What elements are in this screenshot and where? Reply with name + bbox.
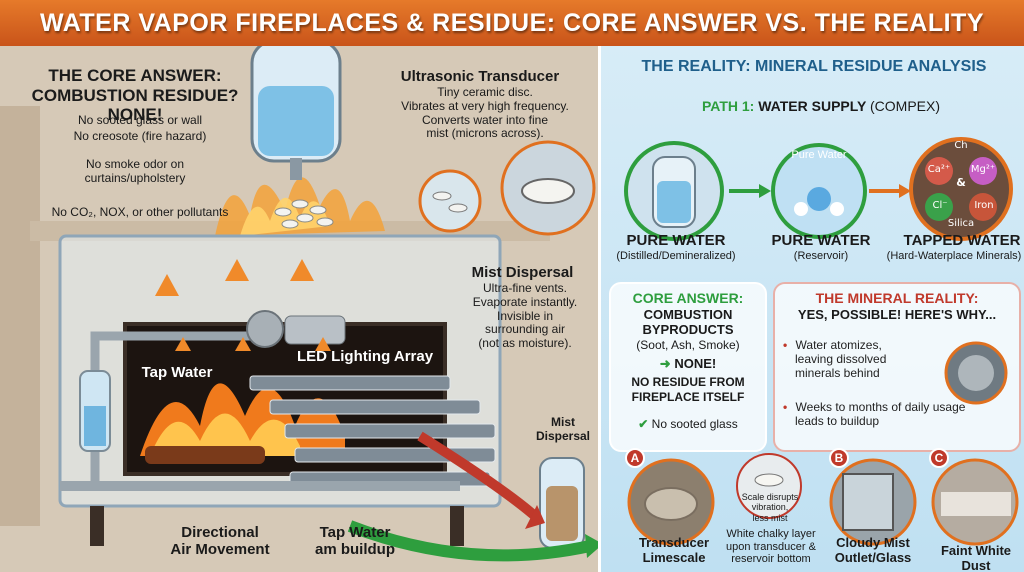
core-card-res-2: FIREPLACE ITSELF <box>631 390 745 404</box>
led-label: LED Lighting Array <box>296 348 434 365</box>
core-card-none: ➜ NONE! <box>659 356 717 371</box>
col3-title: TAPPED WATER <box>903 232 1021 249</box>
mineral-amp: & <box>956 176 966 189</box>
core-card-title: CORE ANSWER: <box>632 290 744 306</box>
fireplace-panel: THE CORE ANSWER: COMBUSTION RESIDUE? NON… <box>0 46 600 572</box>
mist-dispersal-tank <box>539 457 585 549</box>
col3-sub: (Hard-Waterplace Minerals) <box>886 250 1022 262</box>
core-point-4: No CO₂, NOX, or other pollutants <box>51 205 229 219</box>
core-point-3: No smoke odor on curtains/upholstery <box>84 157 186 185</box>
col2-sub: (Reservoir) <box>793 250 849 262</box>
path-heading: PATH 1: WATER SUPPLY (COMPEX) <box>701 98 941 114</box>
reality-heading: THE REALITY: MINERAL RESIDUE ANALYSIS <box>641 58 987 75</box>
mineral-mg: Mg²⁺ <box>970 164 996 175</box>
mist-dispersal-desc: Ultra-fine vents.Evaporate instantly.Inv… <box>472 281 578 351</box>
mineral-particle-icon <box>944 341 1008 405</box>
col2-title: PURE WATER <box>771 232 871 249</box>
mist-dispersal-title: Mist Dispersal <box>471 264 574 281</box>
airflow-arrows <box>155 259 331 351</box>
core-answer-heading: THE CORE ANSWER: COMBUSTION RESIDUE? NON… <box>20 66 250 125</box>
mineral-card-title: THE MINERAL REALITY: <box>815 290 979 306</box>
white-dust-label: Faint White Dust <box>940 543 1012 572</box>
fireplace-illustration <box>0 46 600 572</box>
core-card-line-2: COMBUSTION <box>643 307 733 322</box>
residue-examples <box>627 453 1019 546</box>
mineral-silica: Silica <box>947 218 975 229</box>
core-card-line-3: BYPRODUCTS <box>642 322 734 337</box>
mineral-ca: Ca²⁺ <box>927 164 951 175</box>
core-card-sub: (Soot, Ash, Smoke) <box>636 338 740 352</box>
pure-water-bubble: Pure Water <box>791 149 847 161</box>
page-title: WATER VAPOR FIREPLACES & RESIDUE: CORE A… <box>0 0 1024 46</box>
transducer-desc: Tiny ceramic disc.Vibrates at very high … <box>401 85 569 141</box>
reservoir-tank <box>250 46 342 180</box>
badge-a: A <box>625 448 645 468</box>
mineral-card-subtitle: YES, POSSIBLE! HERE'S WHY... <box>797 307 997 322</box>
col1-title: PURE WATER <box>626 232 726 249</box>
mineral-iron: Iron <box>974 200 994 211</box>
core-point-2: No creosote (fire hazard) <box>73 129 207 143</box>
mineral-ch: Ch <box>954 140 968 151</box>
badge-b: B <box>829 448 849 468</box>
reality-panel: THE REALITY: MINERAL RESIDUE ANALYSIS PA… <box>598 46 1024 572</box>
transducer-title: Ultrasonic Transducer <box>400 68 560 85</box>
core-card-check: ✔ No sooted glass <box>638 417 738 431</box>
mist-particles <box>274 199 334 229</box>
core-answer-card <box>609 282 767 452</box>
tap-water-label: Tap Water <box>141 364 213 381</box>
core-heading-line-2: COMBUSTION RESIDUE? NONE! <box>31 85 239 125</box>
col1-sub: (Distilled/Demineralized) <box>616 250 736 262</box>
mineral-bullet-1: Water atomizes,leaving dissolvedminerals… <box>783 338 923 380</box>
badge-c: C <box>929 448 949 468</box>
check-icon: ✔ <box>638 417 649 431</box>
core-heading-line-1: THE CORE ANSWER: <box>48 66 222 85</box>
core-card-res-1: NO RESIDUE FROM <box>631 375 745 389</box>
core-point-1: No sooted glass or wall <box>77 113 203 127</box>
water-path-diagram <box>624 137 1013 241</box>
mineral-cl: Cl⁻ <box>932 200 948 211</box>
